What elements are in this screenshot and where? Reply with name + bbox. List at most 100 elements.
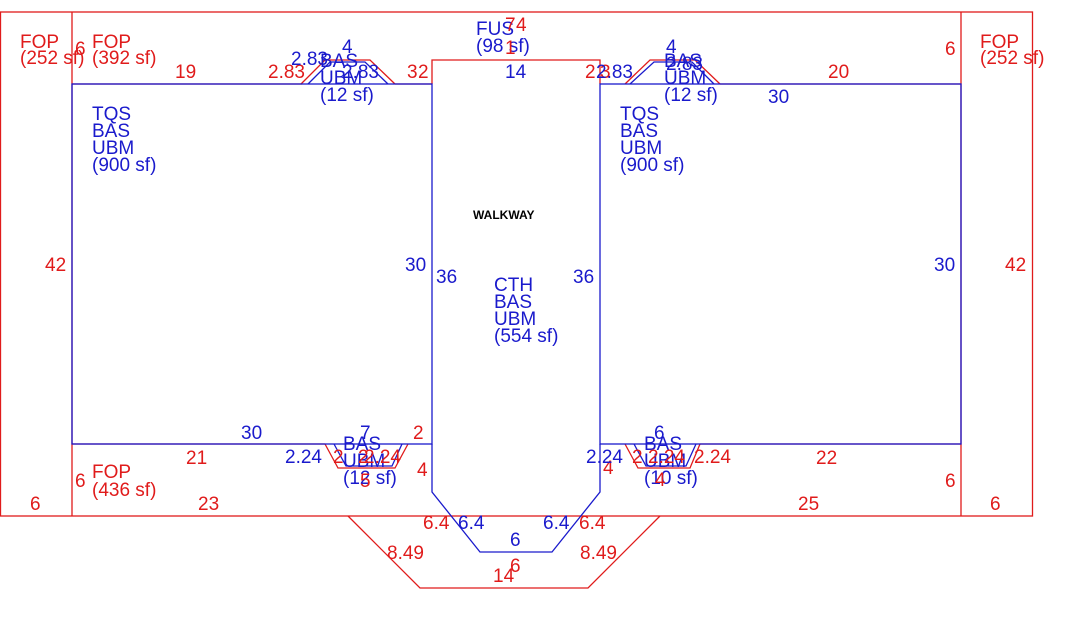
bay-top-left-area: (12 sf) bbox=[320, 85, 374, 106]
bay-top-left-line2: UBM bbox=[320, 68, 362, 89]
dim-label: 2 bbox=[418, 62, 429, 83]
red-dimensions: 6 19 2.83 3 2 7 4 1 14 2 3 20 6 42 42 2 … bbox=[30, 15, 1026, 587]
bay-bottom-left-area: (12 sf) bbox=[343, 468, 397, 489]
dim-label: 4 bbox=[516, 15, 527, 36]
dim-label: 4 bbox=[603, 458, 614, 479]
dim-label: 6 bbox=[75, 39, 86, 60]
bay-bottom-right-area: (10 sf) bbox=[644, 468, 698, 489]
interior-outlines bbox=[71, 61, 962, 553]
dim-label: 2.24 bbox=[364, 447, 401, 468]
dim-label: 6 bbox=[945, 39, 956, 60]
dim-label: 6 bbox=[75, 471, 86, 492]
dim-label: 30 bbox=[241, 423, 262, 444]
area-labels: FOP (252 sf) FOP (392 sf) FOP (252 sf) F… bbox=[20, 19, 1044, 501]
left-unit-line1: TQS bbox=[92, 104, 131, 125]
fop-bottom-code: FOP bbox=[92, 462, 131, 483]
fus-outline bbox=[431, 59, 601, 84]
bay-top-left-inner bbox=[307, 61, 389, 85]
center-line3: UBM bbox=[494, 309, 536, 330]
center-line1: CTH bbox=[494, 275, 533, 296]
bay-top-left-line1: BAS bbox=[320, 51, 358, 72]
dim-label: 21 bbox=[186, 448, 207, 469]
dim-label: 30 bbox=[405, 255, 426, 276]
blue-dimensions: 2.83 4 2.83 4 2.83 2.83 30 30 36 36 30 3… bbox=[241, 37, 955, 551]
fop-right-top-area: (252 sf) bbox=[980, 48, 1044, 69]
bay-top-right-line1: BAS bbox=[664, 51, 702, 72]
dim-label: 6 bbox=[945, 471, 956, 492]
dim-label: 6 bbox=[510, 556, 521, 577]
dim-label: 36 bbox=[436, 267, 457, 288]
right-unit-line1: TQS bbox=[620, 104, 659, 125]
dim-label: 2.83 bbox=[291, 49, 328, 70]
dim-label: 3 bbox=[600, 62, 611, 83]
bay-bottom-right-line1: BAS bbox=[644, 434, 682, 455]
fop-left-mid-area: (392 sf) bbox=[92, 48, 156, 69]
bay-bottom-right-line2: UBM bbox=[644, 451, 686, 472]
dim-label: 20 bbox=[828, 62, 849, 83]
fop-bottom-area: (436 sf) bbox=[92, 480, 156, 501]
dim-label: 8.49 bbox=[580, 543, 617, 564]
walkway-note: WALKWAY bbox=[473, 208, 535, 222]
fus-area: (98 sf) bbox=[476, 36, 530, 57]
dim-label: 22 bbox=[816, 448, 837, 469]
bottom-bump-outline bbox=[347, 515, 661, 589]
bay-bottom-left-line1: BAS bbox=[343, 434, 381, 455]
bay-top-left-outline bbox=[300, 59, 396, 85]
dim-label: 6.4 bbox=[423, 513, 450, 534]
fop-left-mid-code: FOP bbox=[92, 32, 131, 53]
dim-label: 23 bbox=[198, 494, 219, 515]
dim-label: 2.83 bbox=[666, 54, 703, 75]
dim-label: 2.83 bbox=[342, 62, 379, 83]
dim-label: 36 bbox=[573, 267, 594, 288]
dim-label: 6 bbox=[30, 494, 41, 515]
left-unit-outline bbox=[71, 83, 433, 445]
left-unit-line2: BAS bbox=[92, 121, 130, 142]
bay-bottom-right-outline bbox=[624, 443, 701, 469]
fop-left-top-area: (252 sf) bbox=[20, 48, 84, 69]
dim-label: 6 bbox=[990, 494, 1001, 515]
fus-code: FUS bbox=[476, 19, 514, 40]
dim-label: 30 bbox=[768, 87, 789, 108]
dim-label: 19 bbox=[175, 62, 196, 83]
dim-label: 5 bbox=[360, 471, 371, 492]
dim-label: 14 bbox=[505, 62, 527, 83]
right-unit-line2: BAS bbox=[620, 121, 658, 142]
dim-label: 42 bbox=[1005, 255, 1026, 276]
right-unit-area: (900 sf) bbox=[620, 155, 684, 176]
dim-label: 7 bbox=[360, 423, 371, 444]
dim-label: 42 bbox=[45, 255, 66, 276]
dim-label: 2 bbox=[413, 423, 424, 444]
dim-label: 30 bbox=[934, 255, 955, 276]
bay-top-right-outline bbox=[624, 59, 721, 85]
right-unit-line3: UBM bbox=[620, 138, 662, 159]
dim-label: 2.24 bbox=[648, 447, 685, 468]
dim-label: 6 bbox=[510, 530, 521, 551]
dim-label: 4 bbox=[666, 37, 677, 58]
dim-label: 6 bbox=[654, 423, 665, 444]
bay-bottom-right-inner bbox=[633, 443, 697, 467]
dim-label: 25 bbox=[798, 494, 819, 515]
fop-right-top-code: FOP bbox=[980, 32, 1019, 53]
dim-label: 2 bbox=[358, 447, 369, 468]
dim-label: 6.4 bbox=[458, 513, 485, 534]
dim-label: 4 bbox=[342, 37, 353, 58]
dim-label: 8.49 bbox=[387, 543, 424, 564]
dim-label: 7 bbox=[505, 15, 516, 36]
dim-label: 2.24 bbox=[285, 447, 322, 468]
dim-label: 2 bbox=[632, 447, 643, 468]
center-area: (554 sf) bbox=[494, 326, 558, 347]
dim-label: 2.24 bbox=[586, 447, 623, 468]
bay-bottom-left-outline bbox=[324, 443, 409, 469]
dim-label: 2.24 bbox=[694, 447, 731, 468]
bay-bottom-left-inner bbox=[333, 443, 403, 467]
bay-top-right-line2: UBM bbox=[664, 68, 706, 89]
dim-label: 6.4 bbox=[543, 513, 570, 534]
porch-outline-outer bbox=[0, 11, 1034, 517]
bay-top-right-inner bbox=[629, 61, 715, 85]
left-unit-line3: UBM bbox=[92, 138, 134, 159]
dim-label: 4 bbox=[417, 460, 428, 481]
dim-label: 2 bbox=[333, 447, 344, 468]
center-bottom-outline bbox=[431, 444, 601, 553]
